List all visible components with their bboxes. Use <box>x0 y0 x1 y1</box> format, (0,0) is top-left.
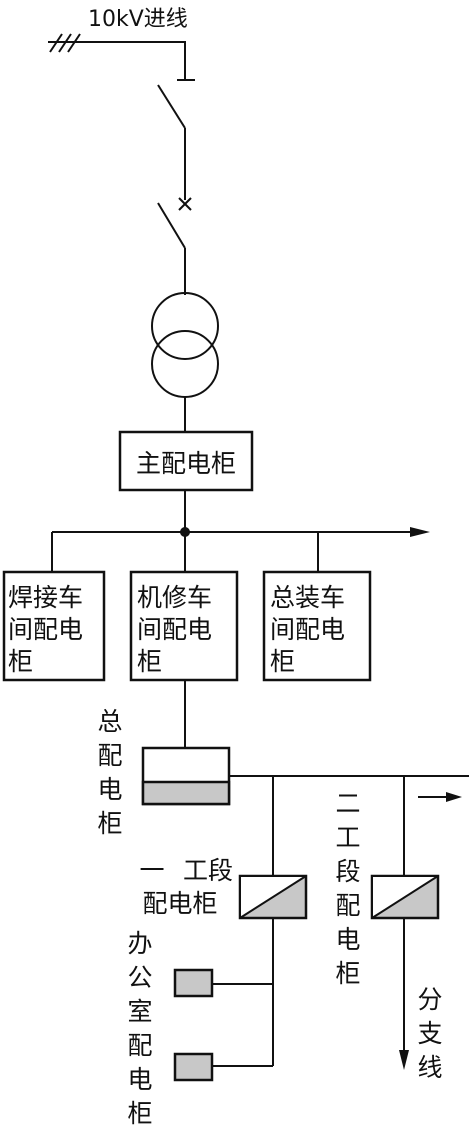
office-cabinet-char-4: 配 <box>127 1031 152 1060</box>
office-feeder <box>212 918 274 1067</box>
circuit-breaker <box>157 197 192 295</box>
branch-line-char-3: 线 <box>417 1053 442 1082</box>
main-cabinet-label: 主配电柜 <box>136 449 236 478</box>
office-cabinet-char-6: 柜 <box>127 1099 152 1128</box>
welding-cabinet-line-3: 柜 <box>8 647 33 676</box>
office-cabinet-1 <box>173 968 214 998</box>
office-cabinet-2 <box>173 1052 214 1082</box>
welding-cabinet-line-1: 焊接车 <box>8 583 83 612</box>
section2-cabinet-char-6: 柜 <box>335 959 360 988</box>
repair-cabinet-line-3: 柜 <box>137 647 162 676</box>
load-switch <box>157 79 195 200</box>
incoming-line <box>48 33 186 80</box>
incoming-line-label: 10kV进线 <box>88 7 188 32</box>
section2-cabinet-char-4: 配 <box>335 891 360 920</box>
general-cabinet-char-3: 电 <box>97 775 122 804</box>
office-cabinet-char-1: 办 <box>127 929 152 958</box>
assembly-cabinet-line-2: 间配电 <box>270 615 345 644</box>
transformer-symbol <box>151 292 219 432</box>
section1-cabinet-char: 一 <box>139 856 164 885</box>
section2-cabinet-char-3: 段 <box>335 857 360 886</box>
office-cabinet-char-2: 公 <box>127 963 152 992</box>
section1-cabinet-symbol <box>238 874 308 920</box>
section2-cabinet-symbol <box>370 874 440 920</box>
section2-cabinet-char-1: 二 <box>335 789 360 818</box>
section1-cabinet-tail: 配电柜 <box>142 889 217 918</box>
general-cabinet-symbol <box>141 746 231 806</box>
section1-cabinet-mid: 工段 <box>183 856 233 885</box>
general-cabinet-char-1: 总 <box>97 707 122 736</box>
office-cabinet-char-5: 电 <box>127 1065 152 1094</box>
secondary-bus <box>229 775 469 876</box>
repair-cabinet-line-1: 机修车 <box>137 583 212 612</box>
section2-cabinet-char-2: 工 <box>335 823 360 852</box>
welding-workshop-cabinet <box>2 570 106 682</box>
office-cabinet-char-3: 室 <box>127 997 152 1026</box>
welding-cabinet-line-2: 间配电 <box>8 615 83 644</box>
branch-line-arrow <box>399 918 409 1070</box>
branch-line-char-1: 分 <box>417 985 442 1014</box>
repair-workshop-cabinet <box>129 570 239 682</box>
assembly-cabinet-line-3: 柜 <box>270 647 295 676</box>
main-cabinet-box <box>118 430 254 492</box>
branch-line-char-2: 支 <box>417 1019 442 1048</box>
general-cabinet-char-4: 柜 <box>97 809 122 838</box>
repair-cabinet-line-2: 间配电 <box>137 615 212 644</box>
section2-cabinet-char-5: 电 <box>335 925 360 954</box>
assembly-cabinet-line-1: 总装车 <box>270 583 345 612</box>
assembly-workshop-cabinet <box>262 570 372 682</box>
main-bus <box>51 490 430 572</box>
general-cabinet-char-2: 配 <box>97 741 122 770</box>
